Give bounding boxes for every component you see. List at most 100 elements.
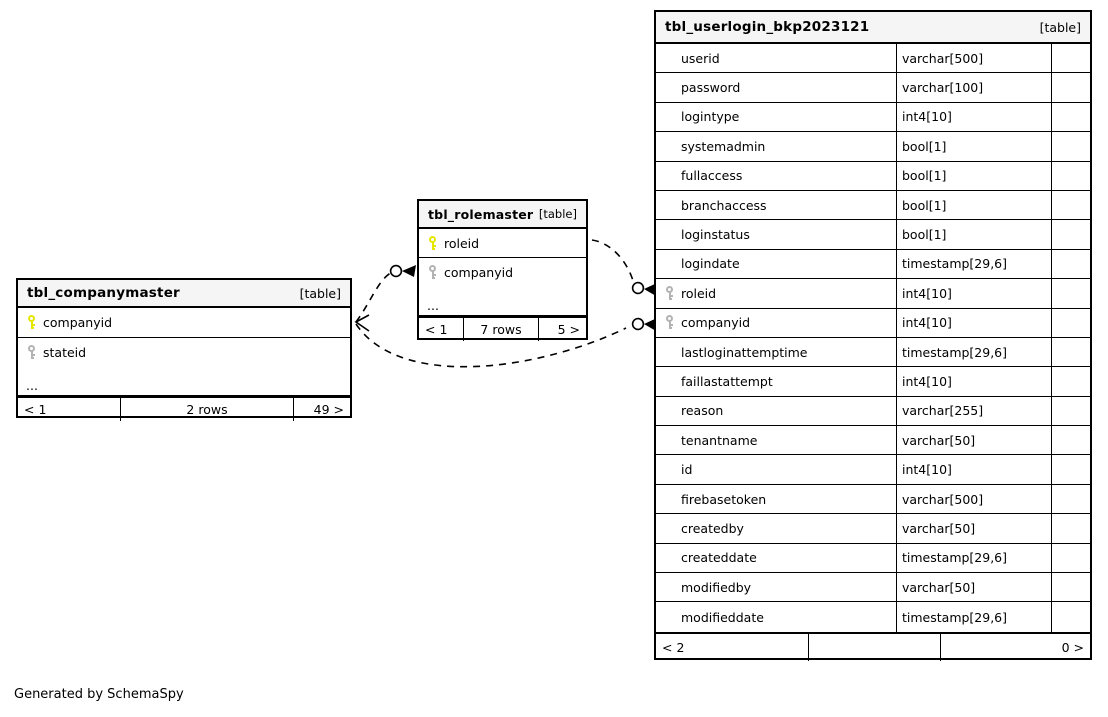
column-type: varchar[50] xyxy=(902,520,976,536)
arrowhead-rolemaster-companyid xyxy=(402,265,416,277)
foreign-key-icon xyxy=(427,265,438,280)
optional-marker-userlogin-companyid xyxy=(631,317,645,331)
table-header-companymaster: tbl_companymaster [table] xyxy=(18,280,350,308)
foreign-key-icon xyxy=(664,315,675,330)
table-row[interactable]: reason varchar[255] xyxy=(656,396,1090,427)
column-name: fullaccess xyxy=(681,168,743,184)
table-row[interactable]: lastloginattemptime timestamp[29,6] xyxy=(656,337,1090,368)
column-name: createdby xyxy=(681,520,744,536)
generated-by-caption: Generated by SchemaSpy xyxy=(14,687,184,702)
column-extra xyxy=(1051,455,1090,484)
column-type: varchar[50] xyxy=(902,432,976,448)
column-name: stateid xyxy=(43,344,87,360)
column-type: int4[10] xyxy=(902,462,952,478)
column-extra xyxy=(1051,190,1090,220)
table-title-userlogin: tbl_userlogin_bkp2023121 xyxy=(665,19,870,35)
table-row[interactable]: stateid xyxy=(18,338,350,368)
column-extra xyxy=(1051,132,1090,161)
column-name: logintype xyxy=(681,109,740,125)
column-name: companyid xyxy=(444,265,514,280)
footer-next-rolemaster[interactable]: 5 > xyxy=(557,322,580,337)
column-type: timestamp[29,6] xyxy=(902,256,1008,272)
column-type: varchar[255] xyxy=(902,403,984,419)
table-row[interactable]: companyid xyxy=(419,258,586,287)
table-row[interactable]: createddate timestamp[29,6] xyxy=(656,543,1090,574)
column-list-companymaster: companyid stateid xyxy=(18,308,350,367)
table-title-companymaster: tbl_companymaster xyxy=(27,285,180,301)
primary-key-icon xyxy=(427,235,438,251)
column-name: loginstatus xyxy=(681,227,750,243)
column-name: faillastattempt xyxy=(681,373,773,389)
column-extra xyxy=(1051,161,1090,190)
footer-prev-rolemaster[interactable]: < 1 xyxy=(425,322,448,337)
optional-marker-rolemaster-companyid xyxy=(389,264,403,278)
table-row[interactable]: createdby varchar[50] xyxy=(656,514,1090,544)
table-row[interactable]: roleid xyxy=(419,229,586,258)
column-type: bool[1] xyxy=(902,138,947,154)
footer-prev-userlogin[interactable]: < 2 xyxy=(662,639,685,655)
column-extra xyxy=(1051,602,1090,632)
column-extra xyxy=(1051,573,1090,602)
column-extra xyxy=(1051,337,1090,367)
table-footer-userlogin: < 2 0 > xyxy=(656,631,1090,661)
column-name: lastloginattemptime xyxy=(681,344,808,360)
column-type: timestamp[29,6] xyxy=(902,550,1008,566)
column-name: companyid xyxy=(43,314,113,330)
table-footer-companymaster: < 1 2 rows 49 > xyxy=(18,396,350,421)
column-type: timestamp[29,6] xyxy=(902,344,1008,360)
footer-prev-companymaster[interactable]: < 1 xyxy=(24,402,47,417)
column-extra xyxy=(1051,426,1090,455)
column-name: companyid xyxy=(681,315,751,331)
column-extra xyxy=(1051,396,1090,426)
table-tag-rolemaster: [table] xyxy=(538,207,577,221)
table-row[interactable]: fullaccess bool[1] xyxy=(656,161,1090,191)
table-tbl-companymaster[interactable]: tbl_companymaster [table] companyid state… xyxy=(16,278,352,421)
column-extra xyxy=(1051,44,1090,73)
column-type: int4[10] xyxy=(902,315,952,331)
column-extra xyxy=(1051,102,1090,132)
column-name: createddate xyxy=(681,550,757,566)
table-row[interactable]: companyid xyxy=(18,308,350,338)
column-extra xyxy=(1051,367,1090,396)
column-extra xyxy=(1051,220,1090,249)
footer-next-companymaster[interactable]: 49 > xyxy=(313,402,344,417)
more-columns-rolemaster: ... xyxy=(419,287,586,316)
relation-rolemaster-userlogin-roleid xyxy=(591,239,635,285)
column-name: userid xyxy=(681,50,720,66)
footer-rows-companymaster: 2 rows xyxy=(120,398,294,421)
table-row[interactable]: loginstatus bool[1] xyxy=(656,220,1090,250)
primary-key-icon xyxy=(26,314,37,330)
footer-next-userlogin[interactable]: 0 > xyxy=(1061,639,1084,655)
column-extra xyxy=(1051,279,1090,308)
footer-rows-rolemaster: 7 rows xyxy=(463,318,539,341)
column-name: reason xyxy=(681,403,724,419)
table-header-userlogin: tbl_userlogin_bkp2023121 [table] xyxy=(656,12,1090,44)
table-footer-rolemaster: < 1 7 rows 5 > xyxy=(419,316,586,341)
table-row[interactable]: companyid int4[10] xyxy=(656,308,1090,338)
column-type: varchar[500] xyxy=(902,491,984,507)
crowsfoot-companymaster xyxy=(354,314,370,332)
column-type: bool[1] xyxy=(902,168,947,184)
optional-marker-userlogin-roleid xyxy=(631,281,645,295)
column-type: bool[1] xyxy=(902,227,947,243)
column-type: varchar[100] xyxy=(902,80,984,96)
more-columns-companymaster: ... xyxy=(18,367,350,396)
column-extra xyxy=(1051,484,1090,514)
column-extra xyxy=(1051,73,1090,102)
table-tag-companymaster: [table] xyxy=(299,285,341,301)
